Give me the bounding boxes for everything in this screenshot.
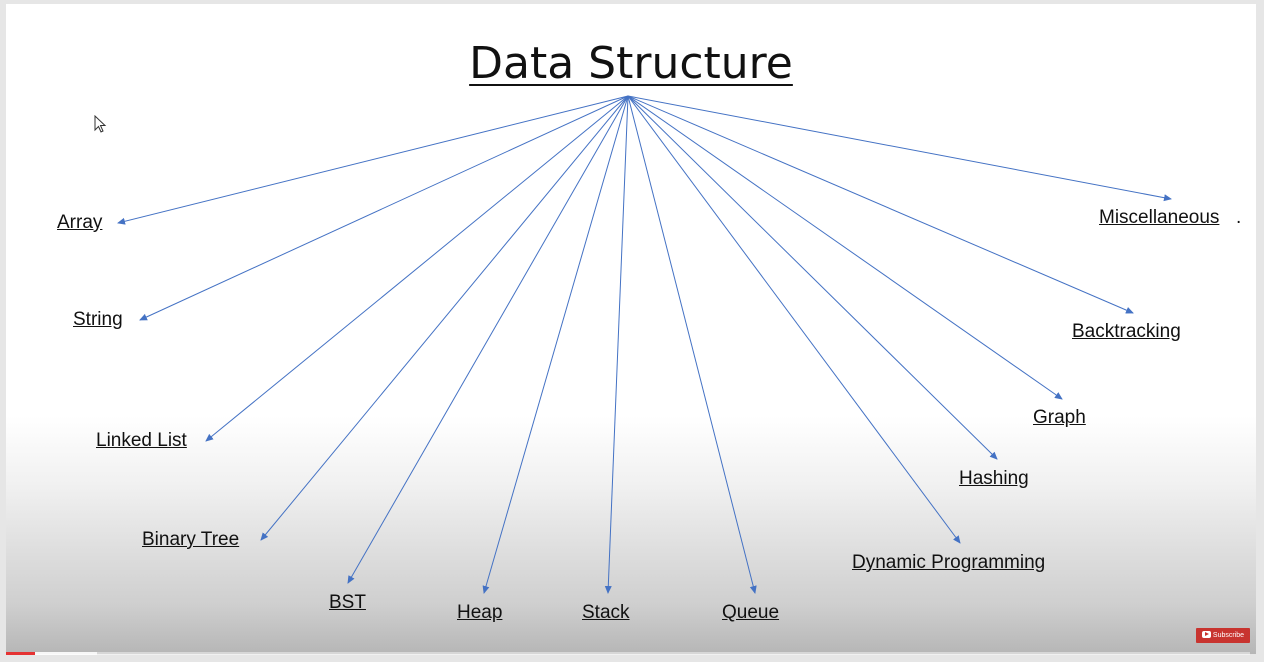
slide: Data Structure xyxy=(6,4,1256,654)
node-queue: Queue xyxy=(722,602,780,623)
subscribe-button[interactable]: Subscribe xyxy=(1196,628,1250,643)
arrow-bst xyxy=(347,95,629,584)
progress-buffered xyxy=(6,652,97,655)
node-heap: Heap xyxy=(457,602,503,623)
arrows-diagram xyxy=(117,95,1172,594)
slide-title: Data Structure xyxy=(6,34,1256,94)
node-string: String xyxy=(73,309,123,330)
youtube-logo-icon xyxy=(1201,630,1211,638)
node-array: Array xyxy=(57,212,103,233)
node-miscellaneous: Miscellaneous xyxy=(1099,207,1220,228)
arrow-miscellaneous xyxy=(627,95,1172,202)
arrow-queue xyxy=(627,95,757,594)
mouse-pointer-icon xyxy=(94,115,107,133)
arrow-hashing xyxy=(627,95,998,460)
node-binary-tree: Binary Tree xyxy=(142,529,240,550)
slide-title-text: Data Structure xyxy=(469,38,793,89)
subscribe-label: Subscribe xyxy=(1212,632,1245,639)
arrow-linked-list xyxy=(205,95,629,442)
arrow-stack xyxy=(604,95,629,594)
arrow-heap xyxy=(482,95,629,594)
node-graph: Graph xyxy=(1033,407,1086,428)
node-linked-list: Linked List xyxy=(96,430,187,451)
arrow-dynamic-programming xyxy=(627,95,961,544)
arrow-array xyxy=(117,95,629,225)
arrow-binary-tree xyxy=(260,95,629,541)
node-bst: BST xyxy=(329,592,366,613)
node-dynamic-programming: Dynamic Programming xyxy=(852,552,1046,573)
node-backtracking: Backtracking xyxy=(1072,321,1181,342)
progress-played xyxy=(6,652,35,655)
arrow-string xyxy=(139,95,629,321)
node-miscellaneous-period: . xyxy=(1236,207,1242,228)
node-hashing: Hashing xyxy=(959,468,1029,489)
arrow-graph xyxy=(627,95,1063,400)
video-progress-bar[interactable] xyxy=(6,652,1250,655)
node-stack: Stack xyxy=(582,602,630,623)
arrow-backtracking xyxy=(627,95,1134,314)
